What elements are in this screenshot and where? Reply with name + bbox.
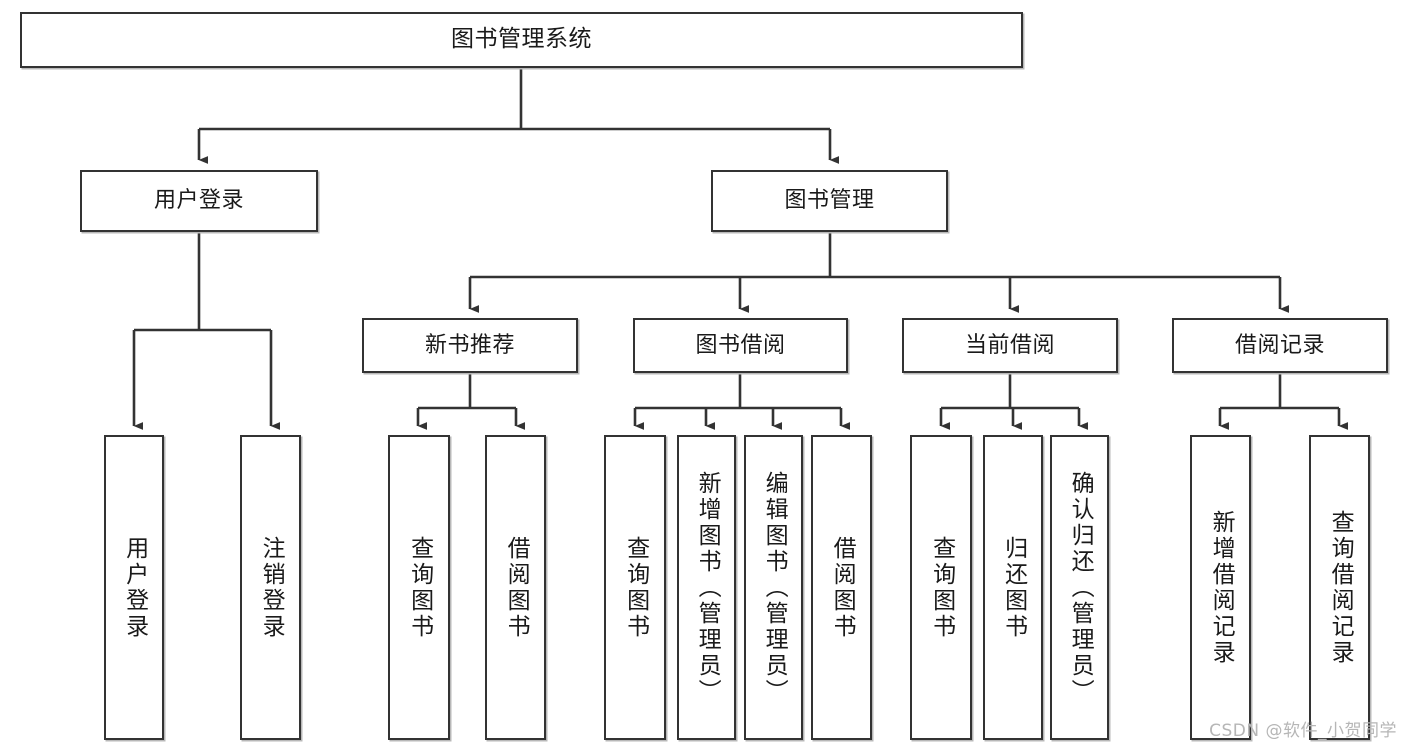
node-label: 归还图书 <box>1000 535 1027 640</box>
node-label: 图书借阅 <box>695 332 786 358</box>
node-label: 注销登录 <box>258 535 285 640</box>
node-label: 查询图书 <box>622 535 649 640</box>
leaf-query-books-current[interactable]: 查询图书 <box>910 435 972 740</box>
leaf-add-book-admin[interactable]: 新增图书（管理员） <box>677 435 736 740</box>
node-label: 编辑图书（管理员） <box>761 470 788 705</box>
leaf-edit-book-admin[interactable]: 编辑图书（管理员） <box>744 435 803 740</box>
node-label: 当前借阅 <box>964 332 1055 358</box>
node-book-borrowing[interactable]: 图书借阅 <box>633 318 848 373</box>
node-user-login[interactable]: 用户登录 <box>80 170 318 232</box>
node-label: 用户登录 <box>121 535 148 640</box>
node-label: 查询图书 <box>928 535 955 640</box>
leaf-query-borrowing-record[interactable]: 查询借阅记录 <box>1309 435 1370 740</box>
node-label: 查询图书 <box>406 535 433 640</box>
node-label: 查询借阅记录 <box>1327 509 1354 666</box>
node-label: 图书管理 <box>784 188 875 214</box>
leaf-query-books-recommendation[interactable]: 查询图书 <box>388 435 450 740</box>
node-label: 新增借阅记录 <box>1208 509 1235 666</box>
watermark-text: CSDN @软件_小贺同学 <box>1209 721 1397 741</box>
node-label: 借阅图书 <box>503 535 530 640</box>
node-label: 用户登录 <box>153 188 244 214</box>
node-borrowing-records[interactable]: 借阅记录 <box>1172 318 1388 373</box>
leaf-return-books[interactable]: 归还图书 <box>983 435 1043 740</box>
node-current-borrowing[interactable]: 当前借阅 <box>902 318 1118 373</box>
leaf-borrow-books[interactable]: 借阅图书 <box>811 435 872 740</box>
leaf-user-login[interactable]: 用户登录 <box>104 435 164 740</box>
leaf-confirm-return-admin[interactable]: 确认归还（管理员） <box>1050 435 1109 740</box>
node-label: 借阅记录 <box>1234 332 1325 358</box>
node-label: 确认归还（管理员） <box>1067 470 1094 705</box>
node-label: 新增图书（管理员） <box>694 470 721 705</box>
leaf-query-books-borrowing[interactable]: 查询图书 <box>604 435 666 740</box>
node-root-book-management-system[interactable]: 图书管理系统 <box>20 12 1023 68</box>
leaf-logout[interactable]: 注销登录 <box>240 435 301 740</box>
node-label: 新书推荐 <box>424 332 515 358</box>
node-book-management[interactable]: 图书管理 <box>711 170 948 232</box>
node-label: 图书管理系统 <box>451 26 592 53</box>
leaf-borrow-books-recommendation[interactable]: 借阅图书 <box>485 435 546 740</box>
leaf-add-borrowing-record[interactable]: 新增借阅记录 <box>1190 435 1251 740</box>
node-label: 借阅图书 <box>829 535 856 640</box>
node-new-book-recommendation[interactable]: 新书推荐 <box>362 318 578 373</box>
